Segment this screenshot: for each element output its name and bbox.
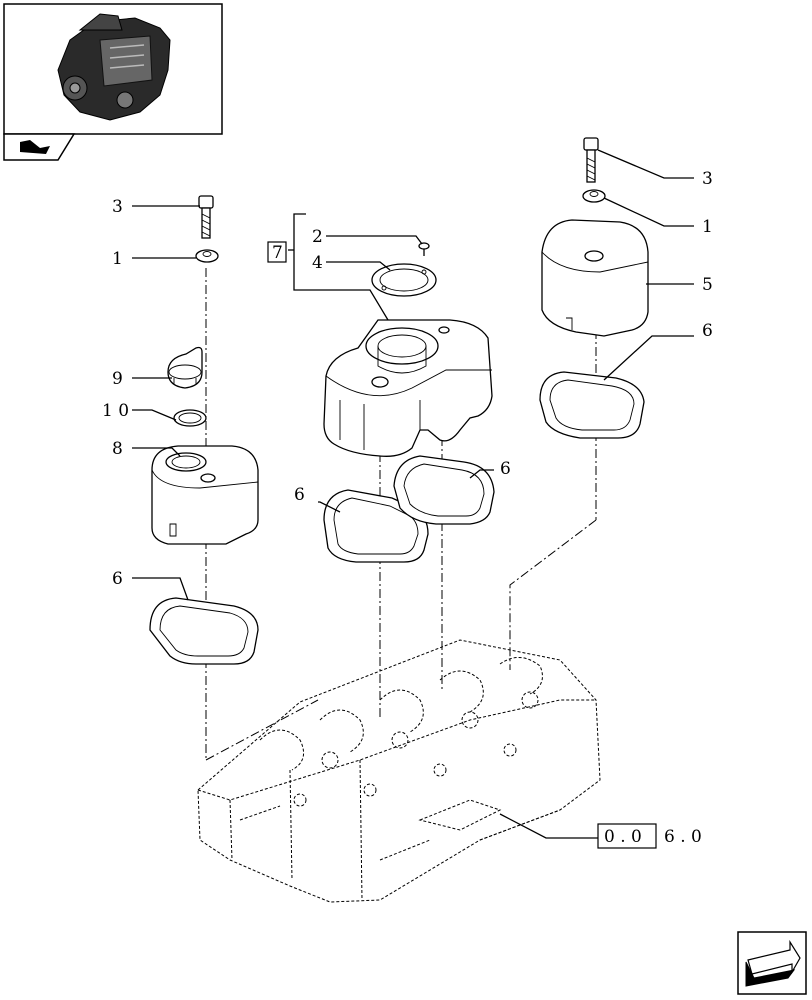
callout-5: 5 <box>702 275 713 295</box>
washer-left <box>195 249 219 263</box>
bolt-left <box>198 195 214 239</box>
flange-gasket <box>371 263 437 297</box>
callout-8: 8 <box>112 439 123 459</box>
oil-filler-cap <box>167 346 203 389</box>
reference-label[interactable]: 0 . 0 6 . 0 <box>597 823 702 849</box>
callout-2: 2 <box>312 227 323 247</box>
bolt-right <box>583 137 599 183</box>
callout-3-left: 3 <box>112 197 123 217</box>
cylinder-head <box>197 639 601 903</box>
gasket-left <box>149 597 259 665</box>
callout-6-left: 6 <box>112 569 123 589</box>
engine-thumbnail-icon[interactable] <box>3 3 223 135</box>
callout-labels: 3 1 9 1 0 8 6 2 4 7 6 6 3 1 5 6 <box>102 169 713 589</box>
callout-10: 1 0 <box>102 401 129 421</box>
callout-6-mid-right: 6 <box>500 459 511 479</box>
next-page-arrow-icon[interactable] <box>737 931 807 995</box>
o-ring <box>173 409 207 427</box>
callout-1-right: 1 <box>702 217 713 237</box>
reference-box <box>597 823 657 849</box>
cover-with-filler <box>151 445 259 545</box>
callout-1-left: 1 <box>112 249 123 269</box>
central-cover <box>323 319 493 457</box>
callout-7: 7 <box>272 243 283 263</box>
kit-bracket <box>288 213 389 321</box>
callout-6-right: 6 <box>702 321 713 341</box>
washer-right <box>582 189 606 203</box>
small-screw <box>418 242 430 256</box>
reference-boxed-text: 0 . 0 <box>604 827 642 847</box>
callout-3-right: 3 <box>702 169 713 189</box>
cover-right <box>541 219 649 337</box>
callout-6-mid-left: 6 <box>294 485 305 505</box>
nav-arrow-icon[interactable] <box>3 133 76 161</box>
leader-lines <box>132 149 694 839</box>
callout-7-box <box>267 241 287 263</box>
reference-rest-text: 6 . 0 <box>664 827 702 847</box>
gasket-mid-right <box>393 455 495 525</box>
callout-9: 9 <box>112 369 123 389</box>
gasket-right <box>539 371 645 439</box>
callout-4: 4 <box>312 253 323 273</box>
